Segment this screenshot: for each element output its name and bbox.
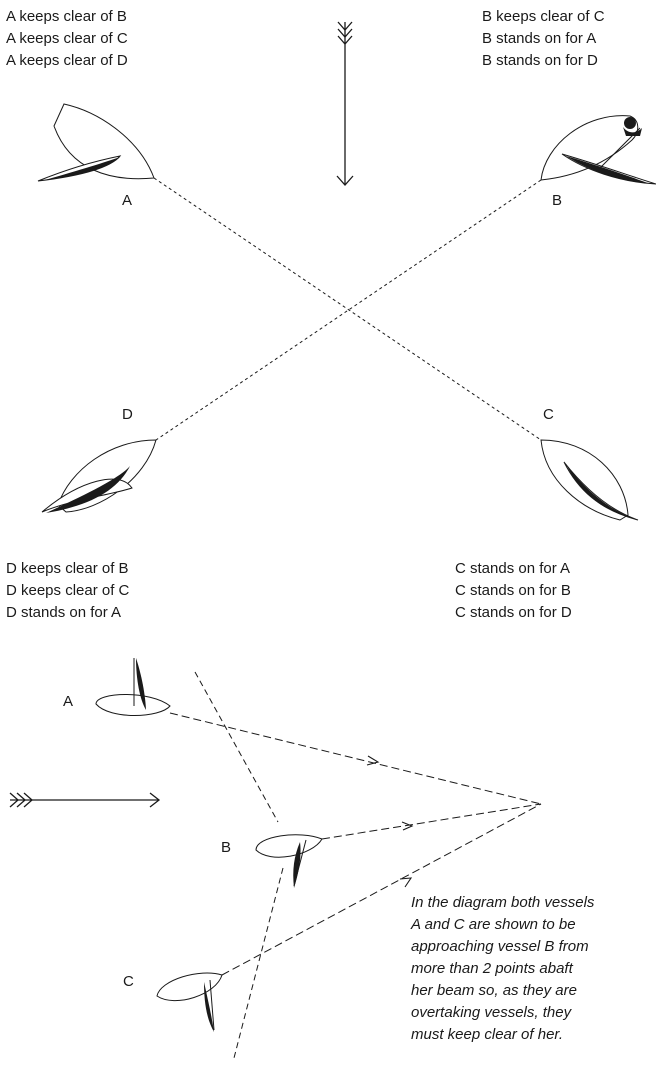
wind-arrow-down xyxy=(336,21,354,186)
rule-c-2: C stands on for B xyxy=(455,582,571,599)
caption-line: must keep clear of her. xyxy=(411,1026,564,1043)
rules-block-d: D keeps clear of B D keeps clear of C D … xyxy=(6,558,129,624)
overtake-boat-c-icon xyxy=(156,972,223,1032)
overtake-label-a: A xyxy=(63,693,74,710)
rule-c-3: C stands on for D xyxy=(455,604,572,621)
direction-arrow-c xyxy=(399,877,413,888)
boat-label-d: D xyxy=(122,406,133,423)
caption-line: In the diagram both vessels xyxy=(411,894,595,911)
rule-d-2: D keeps clear of C xyxy=(6,582,130,599)
direction-arrow-a xyxy=(366,755,380,766)
rule-b-1: B keeps clear of C xyxy=(482,8,605,25)
rules-block-b: B keeps clear of C B stands on for A B s… xyxy=(482,6,605,72)
direction-arrow-b xyxy=(401,821,414,831)
wind-arrow-right xyxy=(9,792,161,808)
caption-line: her beam so, as they are xyxy=(411,982,577,999)
caption-line: more than 2 points abaft xyxy=(411,960,573,977)
rule-a-2: A keeps clear of C xyxy=(6,30,128,47)
rule-b-3: B stands on for D xyxy=(482,52,598,69)
caption-line: A and C are shown to be xyxy=(411,916,576,933)
sector-line-upper xyxy=(194,671,279,823)
rule-b-2: B stands on for A xyxy=(482,30,597,47)
rule-d-3: D stands on for A xyxy=(6,604,122,621)
course-line-a xyxy=(169,712,542,805)
boat-a-icon xyxy=(37,103,155,182)
boat-b-icon xyxy=(540,115,656,185)
rules-block-a: A keeps clear of B A keeps clear of C A … xyxy=(6,6,128,72)
boat-label-b: B xyxy=(552,192,563,209)
course-line-a-c xyxy=(153,177,542,441)
boat-d-icon xyxy=(41,439,157,513)
rules-block-c: C stands on for A C stands on for B C st… xyxy=(455,558,572,624)
person-icon xyxy=(624,117,636,129)
overtake-boat-b-icon xyxy=(255,834,323,888)
course-line-b xyxy=(321,803,542,840)
caption: In the diagram both vessels A and C are … xyxy=(411,892,656,1046)
rule-d-1: D keeps clear of B xyxy=(6,560,129,577)
rule-a-1: A keeps clear of B xyxy=(6,8,127,25)
rule-c-1: C stands on for A xyxy=(455,560,571,577)
sector-line-lower xyxy=(233,867,284,1059)
overtake-label-b: B xyxy=(221,839,232,856)
rule-a-3: A keeps clear of D xyxy=(6,52,128,69)
course-line-c xyxy=(221,803,542,976)
caption-line: overtaking vessels, they xyxy=(411,1004,572,1021)
overtake-boat-a-icon xyxy=(95,658,171,716)
boat-label-a: A xyxy=(122,192,133,209)
overtake-label-c: C xyxy=(123,973,134,990)
boat-label-c: C xyxy=(543,406,554,423)
caption-line: approaching vessel B from xyxy=(411,938,589,955)
boat-c-icon xyxy=(540,439,639,521)
